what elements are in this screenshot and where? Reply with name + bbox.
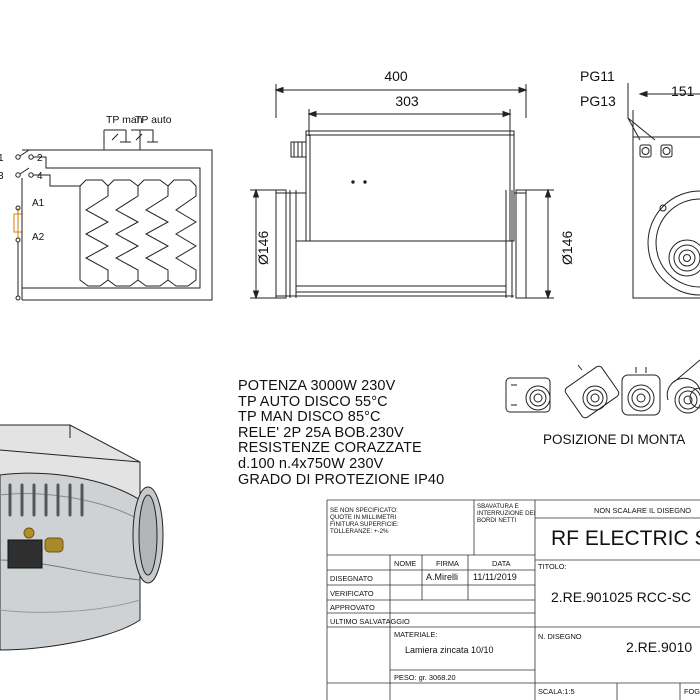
n-disegno-value: 2.RE.9010 xyxy=(626,639,693,655)
row-approvato: APPROVATO xyxy=(330,603,375,612)
disegnato-firma: A.Mirelli xyxy=(426,572,459,582)
dimension-labels: 400 303 Ø146 Ø146 151 PG11 PG13 xyxy=(255,68,695,265)
spec-power: POTENZA 3000W 230V xyxy=(238,378,396,394)
terminal-1: 1 xyxy=(0,153,4,164)
spec-tp-auto: TP AUTO DISCO 55°C xyxy=(238,393,388,410)
side-view xyxy=(627,83,700,299)
company-name: RF ELECTRIC S xyxy=(551,527,700,550)
materiale-value: Lamiera zincata 10/10 xyxy=(405,645,494,655)
titolo-value: 2.RE.901025 RCC-SC xyxy=(551,589,692,605)
title-block xyxy=(326,499,700,700)
dim-303: 303 xyxy=(395,93,419,109)
col-data: DATA xyxy=(492,559,511,568)
row-ultimo-salvataggio: ULTIMO SALVATAGGIO xyxy=(330,617,410,626)
terminal-a1: A1 xyxy=(32,198,45,209)
disegnato-data: 11/11/2019 xyxy=(473,572,517,582)
dim-diameter-right: Ø146 xyxy=(559,231,575,265)
no-scale-note: NON SCALARE IL DISEGNO xyxy=(594,506,692,515)
col-nome: NOME xyxy=(394,559,417,568)
specifications: POTENZA 3000W 230V TP AUTO DISCO 55°C TP… xyxy=(238,378,445,488)
dim-diameter-left: Ø146 xyxy=(255,231,271,265)
spec-protection: GRADO DI PROTEZIONE IP40 xyxy=(238,471,445,488)
terminal-2: 2 xyxy=(37,153,43,164)
titolo-label: TITOLO: xyxy=(538,562,567,571)
materiale-label: MATERIALE: xyxy=(394,630,438,639)
gland-pg11: PG11 xyxy=(580,68,615,84)
schematic-labels: TP man TP auto 1 2 3 4 A1 A2 xyxy=(0,114,172,243)
mounting-positions xyxy=(505,359,700,419)
terminal-a2: A2 xyxy=(32,232,45,243)
scala: SCALA:1:5 xyxy=(538,687,575,696)
col-firma: FIRMA xyxy=(436,559,459,568)
spec-relay: RELE' 2P 25A BOB.230V xyxy=(238,424,404,441)
terminal-4: 4 xyxy=(37,171,43,182)
tp-man-label: TP man xyxy=(106,114,143,126)
dim-151: 151 xyxy=(671,83,695,99)
spec-tp-man: TP MAN DISCO 85°C xyxy=(238,409,381,426)
mounting-positions-label: POSIZIONE DI MONTA xyxy=(543,432,686,447)
general-notes: SE NON SPECIFICATO: QUOTE IN MILLIMETRI … xyxy=(330,507,399,535)
n-disegno-label: N. DISEGNO xyxy=(538,632,582,641)
dim-400: 400 xyxy=(384,68,408,84)
row-disegnato: DISEGNATO xyxy=(330,574,373,583)
deburr-note: SBAVATURA E INTERRUZIONE DEI BORDI NETTI xyxy=(477,503,536,524)
gland-pg13: PG13 xyxy=(580,93,616,109)
isometric-view xyxy=(0,424,164,651)
row-verificato: VERIFICATO xyxy=(330,589,374,598)
spec-elements: d.100 n.4x750W 230V xyxy=(238,455,384,472)
foglio: FOG xyxy=(684,687,700,696)
peso: PESO: gr. 3068.20 xyxy=(394,673,456,682)
front-view xyxy=(250,84,554,300)
terminal-3: 3 xyxy=(0,171,4,182)
wiring-schematic xyxy=(13,129,213,301)
spec-resistors: RESISTENZE CORAZZATE xyxy=(238,440,422,457)
tp-auto-label: TP auto xyxy=(135,114,172,126)
